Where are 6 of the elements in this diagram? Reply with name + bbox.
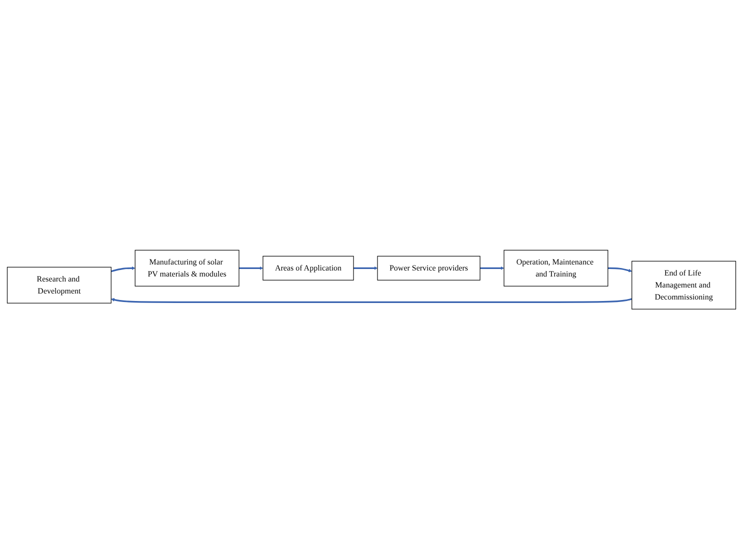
- arrow: [239, 266, 264, 270]
- arrow: [608, 268, 632, 273]
- arrow: [110, 266, 136, 272]
- arrow: [480, 266, 504, 270]
- arrow: [354, 266, 378, 270]
- arrow: [110, 298, 632, 304]
